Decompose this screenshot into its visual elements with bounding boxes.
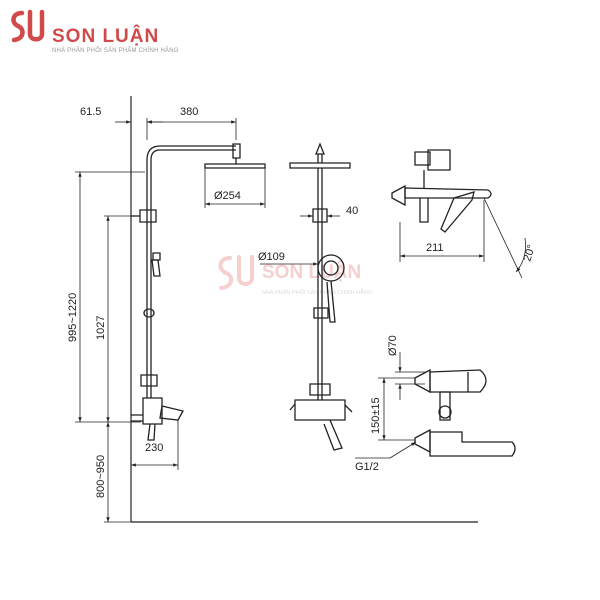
wall-and-floor (130, 96, 478, 523)
watermark-tagline: NHÀ PHÂN PHỐI SẢN PHẨM CHÍNH HÃNG (262, 289, 372, 296)
dim-arm-offset-label: 61.5 (80, 106, 101, 118)
dim-total-height-label: 995~1220 (67, 293, 79, 342)
brand-logo-icon (11, 9, 45, 43)
mixer-top-dimensions (399, 197, 526, 279)
dim-hand-shower-label: Ø109 (258, 251, 285, 263)
mixer-top-view (391, 149, 492, 233)
dim-mixer-depth-label: 230 (145, 442, 163, 454)
side-dimensions (260, 214, 340, 266)
dim-spout-length-label: 211 (426, 242, 444, 254)
shower-side-view (289, 142, 353, 451)
brand-tagline: NHÀ PHÂN PHỐI SẢN PHẨM CHÍNH HÃNG (52, 48, 179, 54)
watermark-name: SON LUẬN (262, 261, 361, 283)
dim-head-thickness-label: 40 (346, 205, 358, 217)
dim-bar-height-label: 1027 (95, 316, 107, 340)
shower-front-view (131, 143, 266, 441)
dim-spout-angle-label: 20° (521, 243, 538, 263)
mixer-front-dimensions (355, 352, 425, 459)
dim-thread-label: G1/2 (355, 461, 379, 473)
brand-logo[interactable]: SON LUẬN NHÀ PHÂN PHỐI SẢN PHẨM CHÍNH HÃ… (8, 8, 208, 54)
front-dimensions (75, 104, 266, 523)
dim-escutcheon-label: Ø70 (387, 335, 399, 356)
dim-mixer-height-label: 800~950 (95, 455, 107, 498)
dim-inlet-spacing-label: 150±15 (370, 397, 382, 434)
dim-arm-length-label: 380 (180, 106, 198, 118)
dim-rain-head-label: Ø254 (214, 190, 241, 202)
mixer-front-view (414, 368, 516, 457)
center-watermark: SON LUẬN NHÀ PHÂN PHỐI SẢN PHẨM CHÍNH HÃ… (218, 255, 372, 296)
brand-name: SON LUẬN (52, 26, 160, 47)
